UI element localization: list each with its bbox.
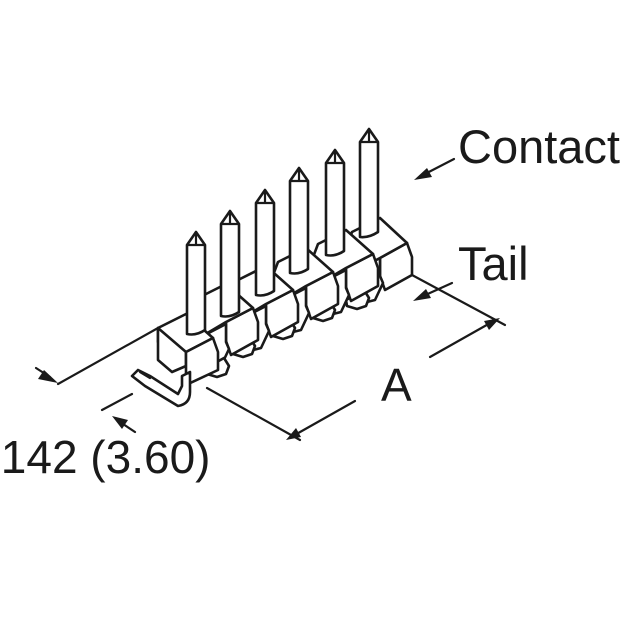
connector-housing (156, 216, 414, 387)
contact-pin-2 (219, 209, 241, 318)
contact-pin-3 (254, 188, 276, 297)
contact-pin-1 (185, 230, 207, 336)
contact-pin-4 (288, 166, 310, 275)
tail-label: Tail (458, 237, 529, 290)
contact-label: Contact (458, 120, 620, 173)
pin-housing-1 (156, 312, 220, 387)
leader-lines (413, 157, 456, 301)
dimension-a-label: A (381, 359, 412, 411)
tail-lead (130, 368, 192, 408)
contact-arrow-icon (414, 168, 432, 180)
pitch-dimension-label: .142 (3.60) (0, 431, 211, 483)
tail-arrow-icon (413, 289, 431, 301)
dimension-a (205, 273, 507, 442)
pitch-dimension (34, 326, 160, 434)
contact-pins (185, 127, 380, 336)
contact-pin-5 (324, 148, 346, 257)
contact-pin-6 (358, 127, 380, 239)
